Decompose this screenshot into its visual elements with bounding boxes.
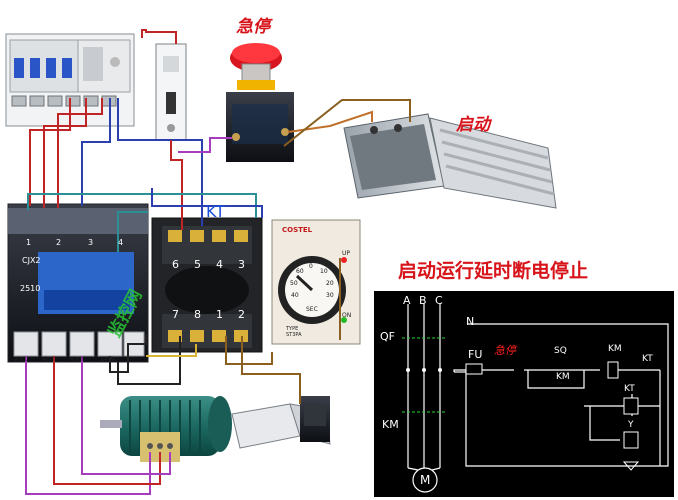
timer-scale-20: 20 [326, 280, 334, 287]
emergency-stop-label: 急停 [236, 17, 270, 37]
contactor-pin-3: 3 [88, 238, 94, 247]
timer-scale-50: 50 [290, 280, 298, 287]
fuse-holder [155, 43, 187, 141]
contactor-pin-4: 4 [118, 238, 124, 247]
timer-scale-10: 10 [320, 268, 328, 275]
km-coil-label: KM [608, 344, 622, 354]
phase-b-label: B [419, 294, 427, 307]
timer-relay-up-mark: UP [342, 250, 351, 257]
schematic-estop-label: 急停 [494, 344, 516, 357]
timer-relay-unit: SEC [306, 306, 318, 313]
motor-label: M [420, 473, 431, 487]
fu-label: FU [468, 348, 483, 361]
socket-pin-1: 1 [216, 308, 223, 321]
timer-scale-0: 0 [309, 263, 313, 270]
timer-kt-label: KT [206, 202, 226, 221]
socket-pin-3: 3 [238, 258, 245, 271]
socket-pin-8: 8 [194, 308, 201, 321]
km-aux-label: KM [556, 372, 570, 382]
contactor-pin-1: 1 [26, 238, 32, 247]
wiring [25, 29, 411, 495]
contactor-body [7, 203, 149, 363]
foot-pedal-switch [343, 113, 557, 209]
start-label: 启动 [456, 115, 490, 135]
timer-relay [271, 219, 361, 345]
socket-pin-7: 7 [172, 308, 179, 321]
phase-a-label: A [403, 294, 411, 307]
motor [100, 396, 232, 462]
timer-relay-brand: COSTEL [282, 226, 313, 234]
neutral-label: N [466, 315, 475, 328]
kt-coil-label: KT [624, 384, 635, 394]
contactor-terminal-t3: 6/T3 [70, 356, 84, 363]
contactor-terminal-t2: 4/T2 [42, 356, 56, 363]
socket-pin-4: 4 [216, 258, 223, 271]
valve-label: Y [628, 420, 634, 430]
solenoid-valve [231, 396, 331, 449]
socket-pin-5: 5 [194, 258, 201, 271]
contactor-rating: 2510 [20, 284, 41, 293]
contactor-model: CJX2 [22, 256, 41, 265]
schematic-panel [374, 291, 674, 497]
timer-relay-on-mark: ON [342, 312, 352, 319]
timer-scale-60: 60 [296, 268, 304, 275]
timer-scale-30: 30 [326, 292, 334, 299]
emergency-stop-button [226, 43, 294, 162]
sq-label: SQ [554, 346, 567, 356]
contactor-pin-2: 2 [56, 238, 62, 247]
km-main-label: KM [382, 418, 399, 431]
circuit-breaker [5, 33, 135, 127]
diagram-title: 启动运行延时断电停止 [398, 260, 589, 282]
phase-c-label: C [435, 294, 443, 307]
qf-label: QF [380, 330, 395, 343]
timer-socket [151, 217, 263, 353]
timer-relay-model: TYPE ST3PA [286, 326, 302, 338]
contactor-terminal-t1: 2/T1 [14, 356, 28, 363]
contactor-terminal-no: 14 NO [100, 356, 119, 363]
timer-scale-40: 40 [291, 292, 299, 299]
socket-pin-6: 6 [172, 258, 179, 271]
kt-contact-label: KT [642, 354, 653, 364]
socket-pin-2: 2 [238, 308, 245, 321]
